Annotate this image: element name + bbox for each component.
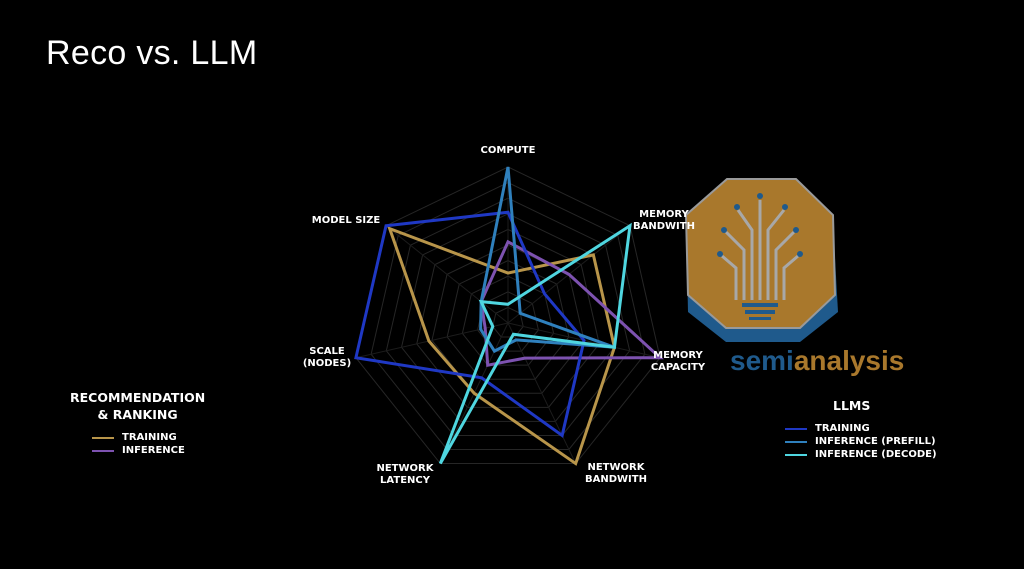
series-reco-training xyxy=(387,226,617,466)
axis-line xyxy=(355,322,509,359)
legend-item-reco-training: TRAINING xyxy=(92,431,205,444)
legend-title-1: RECOMMENDATION xyxy=(70,390,206,405)
axis-label: MODEL SIZE xyxy=(312,215,381,226)
grid-ring xyxy=(416,228,600,408)
legend-item-llm-training: TRAINING xyxy=(785,422,937,435)
axis-line xyxy=(385,225,509,324)
axis-label: COMPUTE xyxy=(481,145,536,156)
semianalysis-logo: semianalysis xyxy=(684,178,904,376)
grid-ring xyxy=(446,260,570,380)
logo-text-analysis: analysis xyxy=(794,345,905,376)
axis-line xyxy=(507,322,577,464)
legend-llms: LLMS TRAINING INFERENCE (PREFILL) INFERE… xyxy=(785,397,937,461)
series-llm-inference-prefill- xyxy=(479,166,615,354)
grid-ring xyxy=(385,197,631,436)
grid-ring xyxy=(431,244,585,394)
grid-ring xyxy=(492,306,524,338)
svg-text:semianalysis: semianalysis xyxy=(730,345,904,376)
legend-item-llm-prefill: INFERENCE (PREFILL) xyxy=(785,435,937,448)
axis-label: SCALE(NODES) xyxy=(303,346,351,369)
legend-item-reco-inference: INFERENCE xyxy=(92,444,205,457)
legend-recommendation: RECOMMENDATION & RANKING TRAINING INFERE… xyxy=(70,389,205,457)
grid-ring xyxy=(461,275,555,366)
legend-item-llm-decode: INFERENCE (DECODE) xyxy=(785,448,937,461)
slide-title: Reco vs. LLM xyxy=(46,34,258,72)
legend-title-2: & RANKING xyxy=(97,407,178,422)
grid-ring xyxy=(370,182,646,450)
logo-text-semi: semi xyxy=(730,345,794,376)
series-llm-inference-decode- xyxy=(438,222,632,465)
legend-title: LLMS xyxy=(833,398,871,413)
series-llm-training xyxy=(354,210,586,438)
